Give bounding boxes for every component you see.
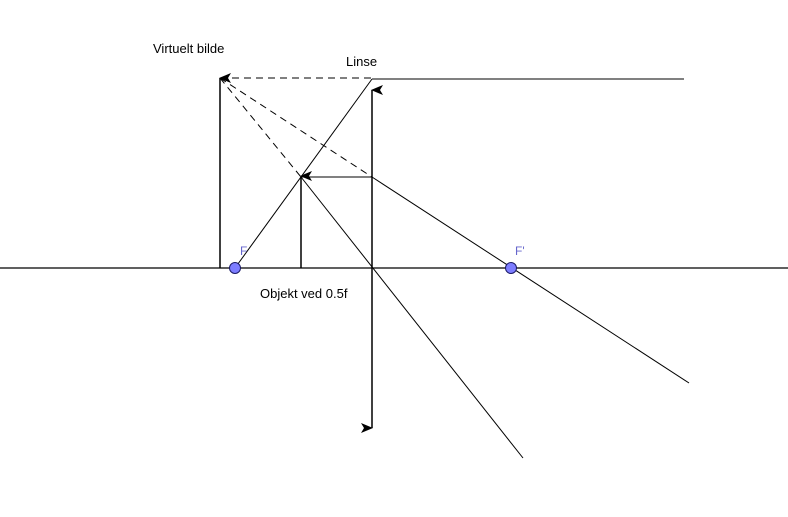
lens-label: Linse (346, 54, 377, 69)
focal-point-right (505, 262, 517, 274)
extension-parallel-ray (219, 77, 373, 178)
extension-central-ray (219, 77, 302, 178)
focal-label-left: F (240, 244, 247, 258)
focal-point-left (229, 262, 241, 274)
virtual-image-label: Virtuelt bilde (153, 41, 224, 56)
object-label: Objekt ved 0.5f (260, 286, 348, 301)
ray-parallel-refracted (371, 176, 690, 384)
ray-central (300, 176, 524, 459)
focal-label-right: F' (515, 244, 525, 258)
ray-focal-incoming (234, 78, 373, 269)
